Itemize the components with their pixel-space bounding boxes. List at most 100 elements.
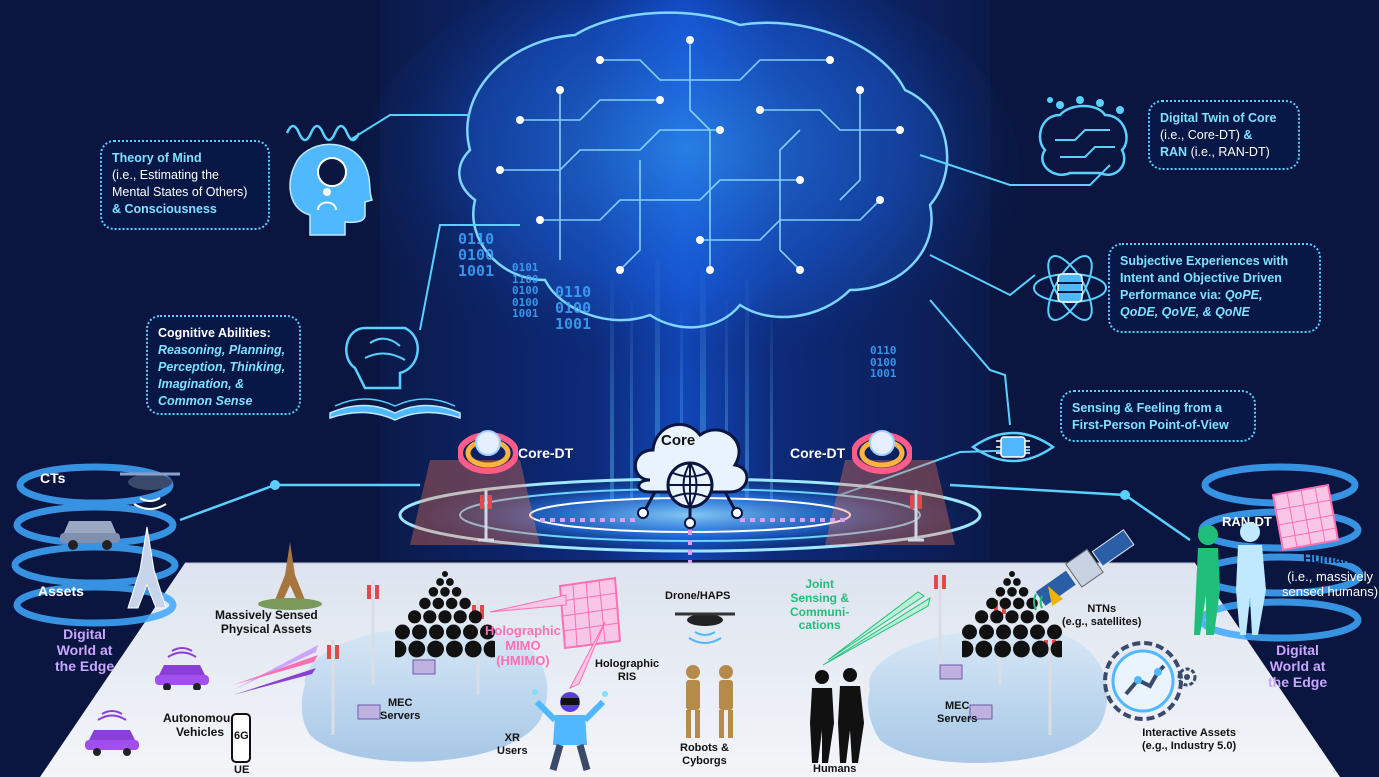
beam-dot — [995, 587, 1006, 597]
interactive-line: Interactive Assets — [1142, 727, 1236, 739]
robots-line: Robots & — [680, 742, 729, 754]
ran-dt-hmimo-icon — [1271, 483, 1340, 552]
joint-line: cations — [798, 618, 841, 633]
digital-brain-icon — [1038, 96, 1128, 176]
binary-line: 1001 — [555, 314, 592, 333]
beam-dot — [1030, 624, 1045, 640]
eiffel-tower-icon — [127, 526, 167, 609]
core-dt-right-icon — [852, 430, 912, 474]
joint-sensing-label: Joint Sensing & Communi- cations — [790, 577, 850, 633]
humans-icon — [810, 668, 864, 763]
beam-dot — [996, 624, 1011, 640]
beam-dot — [1007, 587, 1017, 597]
binary-block-2: 0101 1100 0100 0100 1001 — [512, 262, 539, 320]
joint-line: Communi- — [790, 604, 850, 619]
core-dt-left-label: Core-DT — [518, 445, 574, 461]
hmimo-label: Holographic MIMO (HMIMO) — [485, 623, 561, 669]
beam-dot — [432, 597, 444, 610]
beam-dot — [428, 587, 439, 597]
binary-line: 0100 — [512, 284, 539, 298]
cell-tower-icon — [908, 490, 924, 542]
beam-dot — [1013, 597, 1025, 610]
humanoids-subtitle: (i.e., massively sensed humans) — [1282, 569, 1378, 600]
beam-dot — [427, 640, 444, 658]
beam-dot — [442, 571, 448, 577]
ran-dt-label: RAN-DT — [1222, 514, 1272, 529]
mec-servers-left-label: MEC Servers — [380, 697, 420, 722]
brainwave-icon — [285, 124, 361, 142]
digital-twin-box: Digital Twin of Core (i.e., Core-DT) & R… — [1148, 100, 1300, 170]
digital-world-right: Digital World at the Edge — [1268, 642, 1327, 690]
ntns-line: NTNs — [1087, 603, 1117, 615]
beam-dot — [975, 610, 989, 624]
humanoid-icon — [1194, 522, 1266, 635]
beam-dot — [979, 624, 994, 640]
digital-twin-line1: Digital Twin of Core — [1160, 111, 1277, 125]
hmimo-line: (HMIMO) — [496, 652, 550, 668]
head-thought-icon — [289, 143, 374, 236]
car-icon — [60, 521, 120, 550]
sensing-line2: First-Person Point-of-View — [1072, 417, 1229, 432]
massively-sensed-label: Massively Sensed Physical Assets — [215, 608, 318, 637]
beam-dot — [419, 597, 431, 610]
robots-cyborgs-label: Robots & Cyborgs — [680, 742, 729, 767]
interactive-assets-label: Interactive Assets (e.g., Industry 5.0) — [1142, 727, 1236, 752]
beam-dot — [423, 610, 437, 624]
eye-chip-icon — [970, 431, 1056, 463]
humanoids-label: Humanoids — [1303, 550, 1379, 566]
ntns-label: NTNs (e.g., satellites) — [1062, 603, 1141, 628]
beam-dot — [1013, 640, 1030, 658]
joint-line: Sensing & — [790, 590, 849, 605]
beam-dot — [483, 640, 495, 658]
theory-of-mind-line1: (i.e., Estimating the — [112, 167, 219, 182]
cognitive-line3: Imagination, & — [158, 376, 245, 391]
binary-line: 0110 — [870, 344, 897, 357]
beam-icon — [233, 645, 318, 695]
cognitive-abilities-box: Cognitive Abilities: Reasoning, Planning… — [146, 315, 301, 415]
mec-line: MEC — [387, 697, 413, 709]
beam-dot — [1031, 640, 1049, 658]
beam-dot — [446, 597, 458, 610]
subjective-line3a: Performance via: — [1120, 287, 1222, 302]
robots-line: Cyborgs — [682, 754, 727, 767]
beam-dot — [468, 610, 482, 624]
subjective-line4: QoDE, QoVE, & QoNE — [1120, 304, 1250, 319]
beam-dot — [436, 578, 444, 586]
binary-line: 1001 — [512, 307, 539, 321]
sensing-feeling-box: Sensing & Feeling from a First-Person Po… — [1060, 390, 1256, 442]
beam-dot — [408, 610, 422, 624]
cell-tower-icon — [478, 490, 494, 542]
digital-twin-line3a: RAN — [1160, 144, 1188, 159]
gear-icon — [1177, 667, 1197, 687]
beam-dot — [994, 640, 1011, 658]
xr-line: Users — [497, 744, 528, 757]
theory-of-mind-title: Theory of Mind — [112, 151, 202, 165]
digital-world-line: the Edge — [55, 658, 115, 675]
beam-dot — [438, 610, 452, 624]
beam-dot — [986, 597, 998, 610]
drone-icon — [120, 472, 180, 510]
mec-line: MEC — [944, 700, 970, 712]
beam-dot — [1005, 610, 1019, 624]
beam-dot — [1003, 578, 1011, 586]
theory-of-mind-box: Theory of Mind (i.e., Estimating the Men… — [100, 140, 270, 230]
interactive-line: (e.g., Industry 5.0) — [1142, 739, 1237, 752]
core-dt-left-icon — [458, 430, 518, 474]
xr-users-label: XR Users — [497, 732, 528, 757]
binary-line: 0100 — [870, 355, 897, 369]
cts-label: CTs — [40, 470, 66, 486]
binary-line: 1100 — [512, 272, 539, 286]
autonomous-car-icon — [85, 710, 139, 756]
binary-line: 0100 — [512, 295, 539, 309]
brain-book-icon — [329, 326, 461, 421]
paris-landmark-icon — [258, 542, 322, 610]
core-dt-right-label: Core-DT — [790, 445, 846, 461]
autonomous-line: Vehicles — [175, 724, 225, 739]
binary-line: 0100 — [458, 245, 495, 264]
theory-of-mind-line3: & Consciousness — [112, 201, 217, 216]
holo-ris-line: Holographic — [595, 658, 660, 670]
robot-icon — [686, 665, 733, 738]
subjective-line3b: QoPE, — [1224, 287, 1263, 302]
drone-haps-label: Drone/HAPS — [665, 590, 731, 602]
hmimo-line: Holographic — [485, 623, 561, 638]
